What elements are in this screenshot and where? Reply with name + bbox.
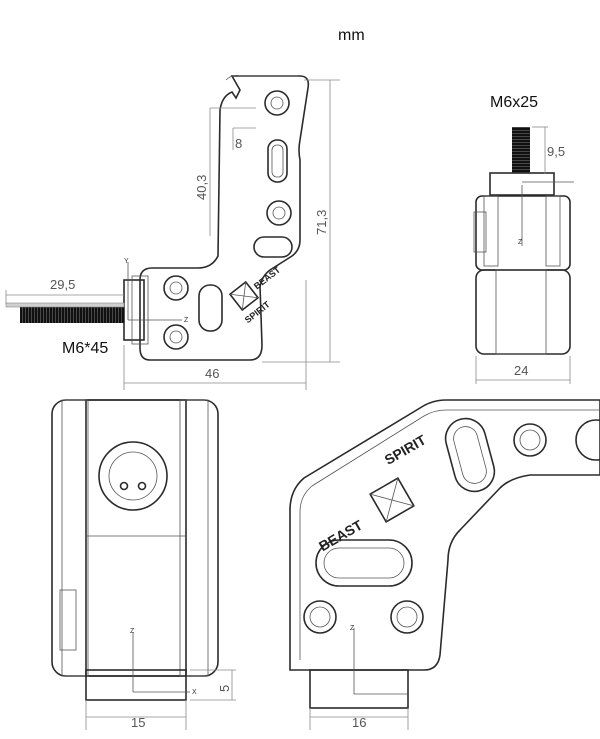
hole	[303, 600, 337, 634]
front-axis-z: Z	[184, 317, 189, 324]
slot	[198, 284, 223, 332]
hole	[264, 90, 290, 116]
dim-br-width: 16	[352, 715, 366, 730]
hole	[513, 423, 547, 457]
hole	[163, 324, 189, 350]
slot	[267, 139, 288, 183]
slot	[315, 539, 413, 587]
dim-width: 46	[205, 366, 219, 381]
bolt-head-circle	[98, 441, 168, 511]
brand-text-beast: BEAST	[252, 264, 283, 291]
bottom-right-view: Z SPIRIT BEAST 16	[289, 399, 600, 730]
side-bolt-thread	[512, 127, 530, 173]
bl-axis-x: X	[192, 689, 197, 696]
dim-bl-depth: 5	[217, 685, 232, 692]
front-axis-y: Y	[124, 258, 129, 265]
hole	[163, 275, 189, 301]
dim-bl-width: 15	[131, 715, 145, 730]
side-bolt-label: M6x25	[490, 94, 538, 111]
front-bracket-outline	[139, 75, 310, 361]
front-view: Y Z BEAST SPIRIT 29,5 8 40,3 71,3 46 M6*…	[5, 75, 340, 390]
dim-slot-offset: 40,3	[194, 175, 209, 200]
slot	[444, 417, 496, 493]
unit-label: mm	[338, 27, 365, 44]
br-axis-z: Z	[350, 625, 355, 632]
hole	[390, 600, 424, 634]
front-bolt-thread	[20, 307, 124, 323]
bl-axis-z: Z	[130, 628, 135, 635]
hole	[266, 200, 292, 226]
slot	[253, 236, 293, 258]
spirit-beast-logo: BEAST SPIRIT	[228, 264, 283, 325]
hole	[575, 419, 600, 461]
dim-height: 71,3	[314, 210, 329, 235]
side-view: Z 9,5 24 M6x25	[473, 94, 574, 384]
front-bolt-label: M6*45	[62, 340, 108, 357]
spirit-beast-logo-large: SPIRIT BEAST	[316, 431, 429, 554]
brand-text-spirit-large: SPIRIT	[382, 431, 429, 468]
bottom-left-view: Z X 15 5	[51, 399, 236, 730]
dim-bolt-protrusion: 9,5	[547, 144, 565, 159]
brand-text-spirit: SPIRIT	[243, 299, 272, 325]
dim-side-width: 24	[514, 363, 528, 378]
zoom-bracket-outline	[289, 399, 600, 671]
brand-text-beast-large: BEAST	[316, 516, 365, 554]
dim-bolt-length: 29,5	[50, 277, 75, 292]
side-axis-z: Z	[518, 239, 523, 246]
dim-slot-length: 8	[235, 136, 242, 151]
